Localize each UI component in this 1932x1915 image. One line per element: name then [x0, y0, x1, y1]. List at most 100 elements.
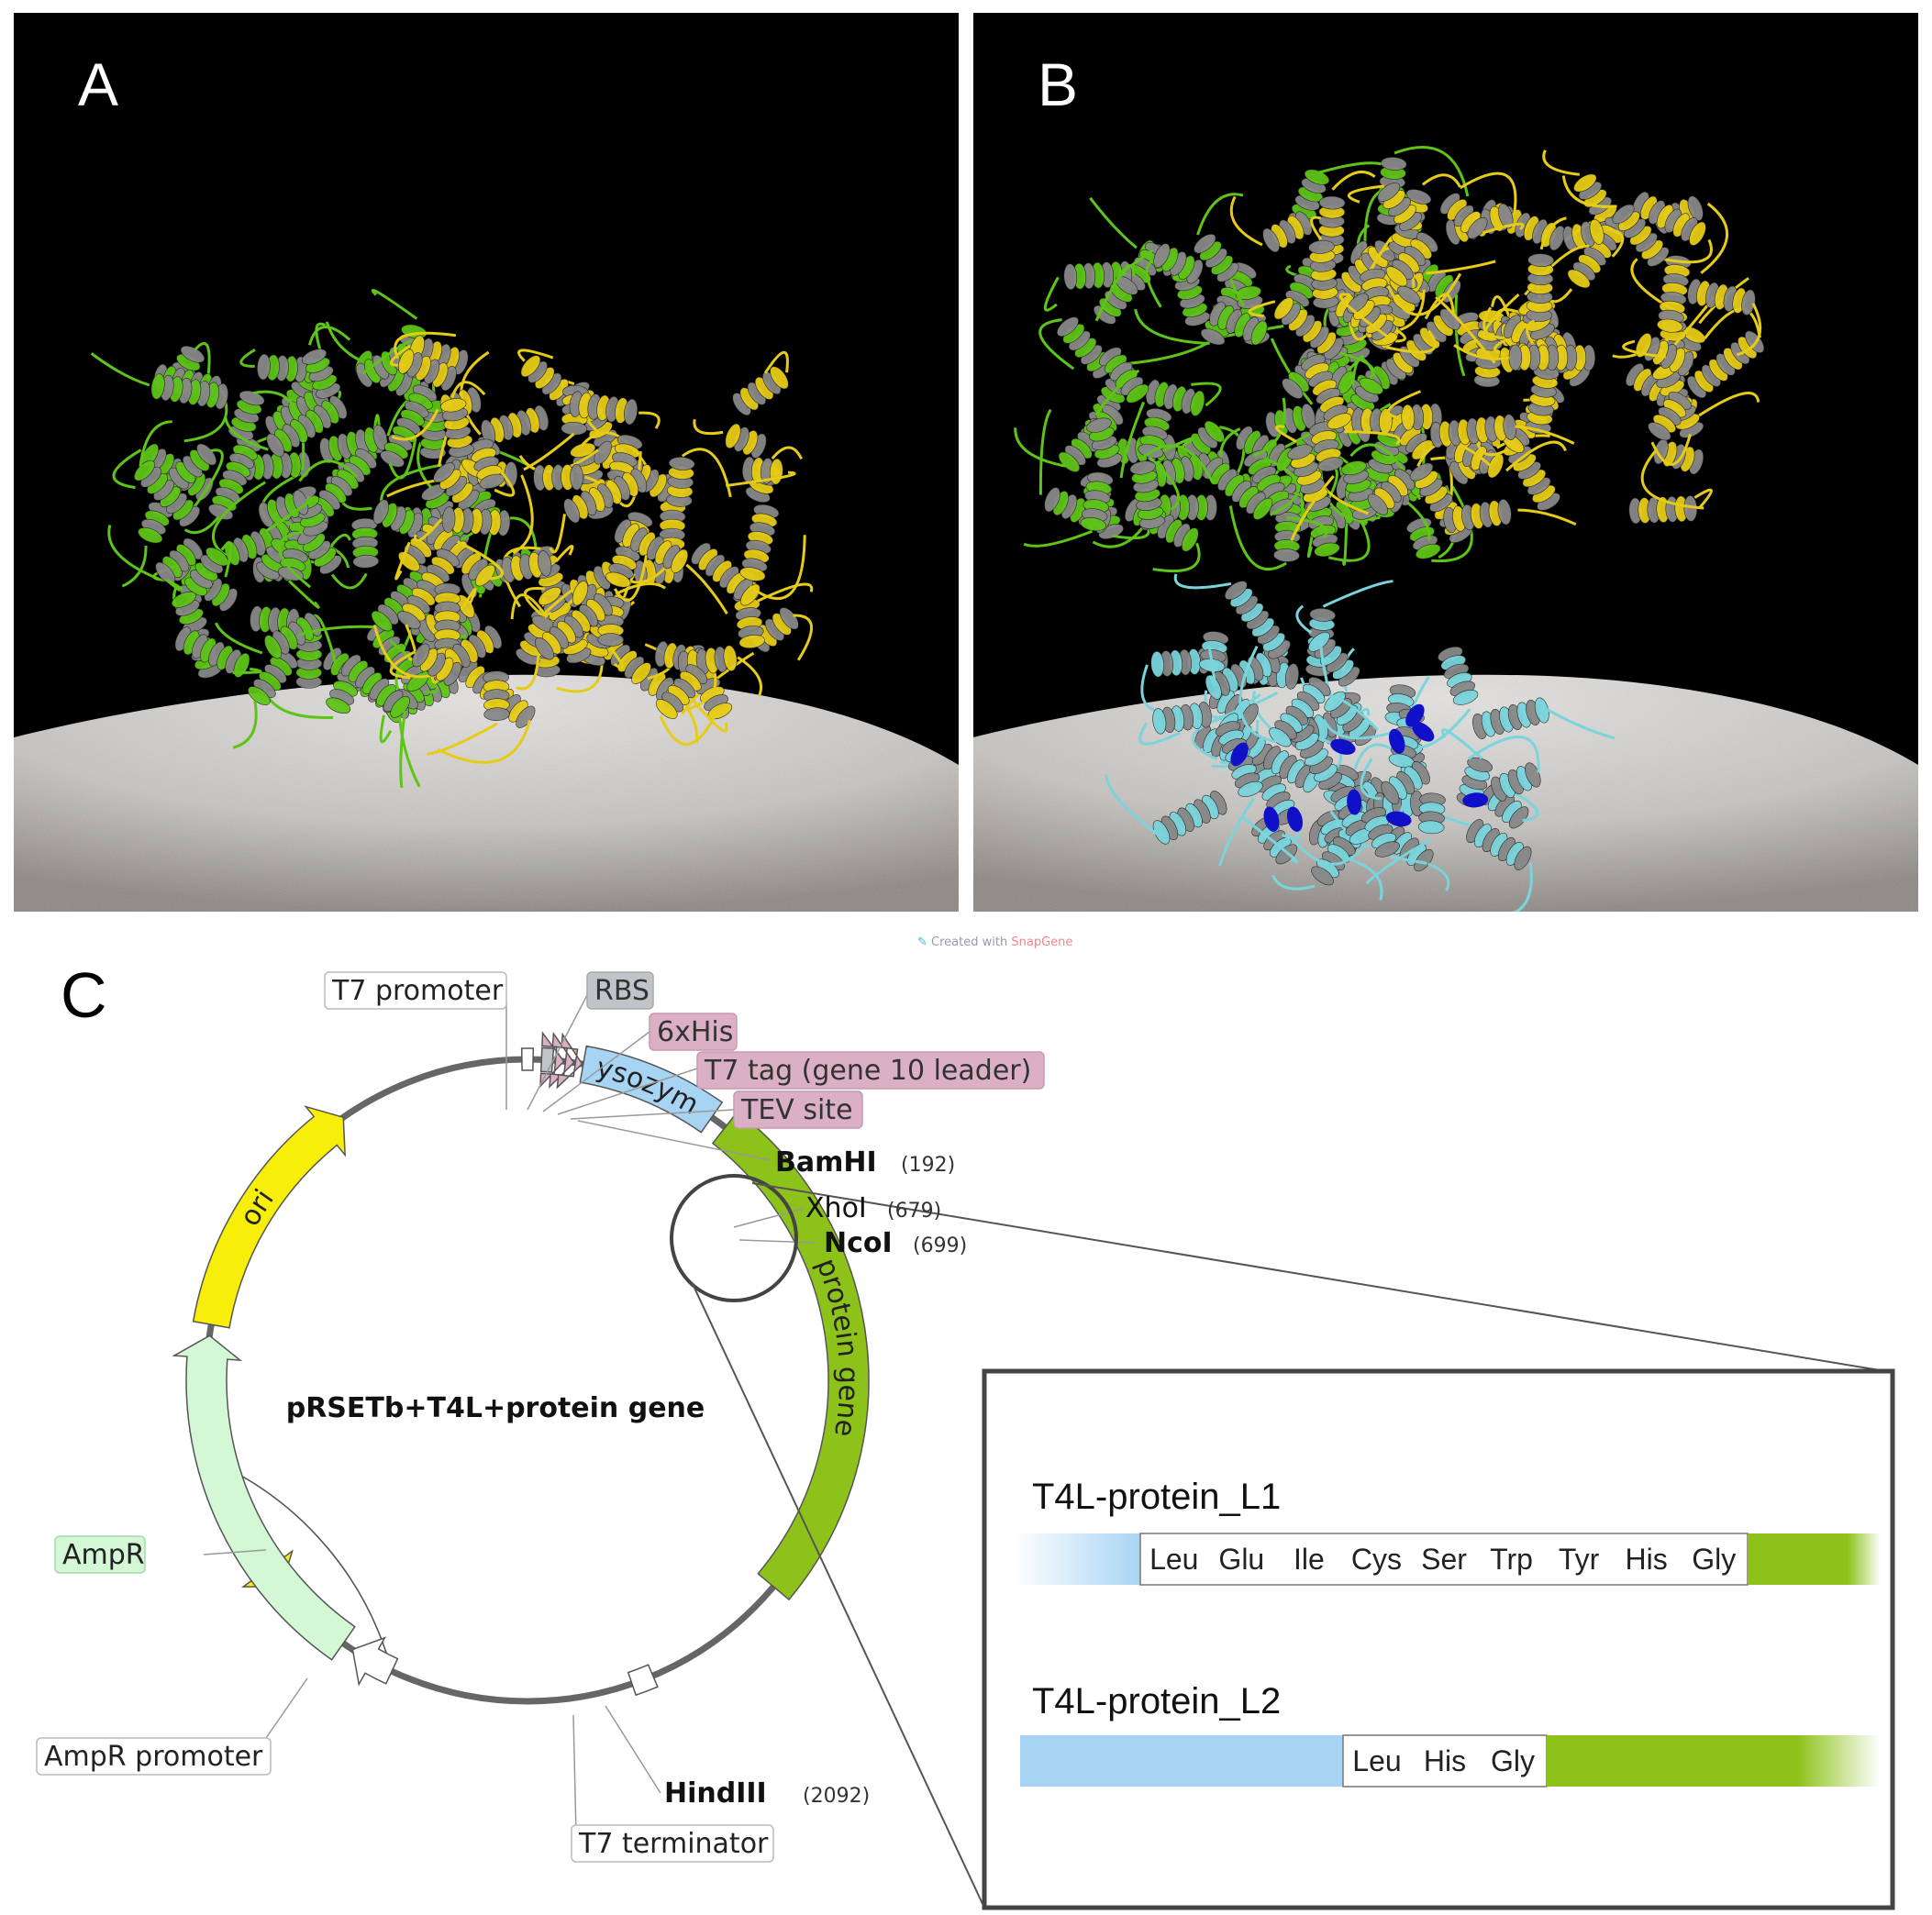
panel-a-structure-view: A	[14, 13, 959, 912]
helix-ribbon	[468, 438, 516, 497]
feature-ampr-promoter	[351, 1636, 399, 1687]
helix-ribbon	[394, 331, 457, 392]
feature-protein-gene-label: protein gene	[810, 1254, 865, 1438]
helix-ribbon	[1415, 646, 1479, 749]
linker-l1-name: T4L-protein_L1	[1032, 1477, 1281, 1517]
site-hindiii: HindIII	[664, 1777, 767, 1810]
helix-ribbon	[1443, 499, 1577, 534]
snapgene-icon: ✎	[917, 935, 927, 949]
helix-ribbon	[1472, 697, 1616, 740]
site-ncoi-pos: (699)	[913, 1234, 967, 1257]
linker-residue: Cys	[1351, 1543, 1402, 1576]
helix-ribbon	[1274, 425, 1332, 512]
helix-ribbon	[1229, 195, 1313, 253]
helix-ribbon	[1209, 301, 1314, 405]
helix-ribbon	[501, 545, 574, 583]
helix-ribbon	[1138, 408, 1180, 511]
helix-ribbon	[1308, 216, 1339, 309]
helix-ribbon	[693, 419, 767, 459]
leader-lines	[203, 994, 817, 1835]
helix-ribbon	[1338, 293, 1393, 341]
helix-ribbon	[183, 436, 261, 535]
label-tev-site: TEV site	[740, 1094, 853, 1126]
helix-ribbon	[1203, 457, 1300, 520]
helix-ribbon	[440, 381, 486, 458]
helix-ribbon	[666, 448, 732, 507]
label-ampr: AmpR	[62, 1539, 145, 1571]
label-rbs: RBS	[594, 975, 650, 1007]
linker-residue: Gly	[1692, 1543, 1736, 1576]
helix-ribbon	[1238, 646, 1331, 747]
helix-ribbon	[1145, 379, 1222, 416]
helix-ribbon	[1145, 257, 1211, 327]
helix-ribbon	[1347, 183, 1422, 231]
site-bamhi: BamHI	[775, 1146, 877, 1179]
helix-ribbon	[1429, 414, 1575, 448]
linker-residue: Leu	[1352, 1744, 1401, 1777]
linker-residue: His	[1626, 1543, 1668, 1576]
helix-ribbon	[1301, 354, 1401, 446]
helix-ribbon	[258, 490, 315, 533]
linker-residue: Leu	[1149, 1543, 1198, 1576]
panel-label-b: B	[1038, 50, 1079, 118]
protein-green-subunit	[1014, 145, 1473, 573]
helix-ribbon	[179, 541, 233, 604]
helix-ribbon	[739, 504, 806, 600]
helix-ribbon	[1129, 444, 1215, 529]
helix-ribbon	[166, 579, 207, 634]
linker-l2-name: T4L-protein_L2	[1032, 1681, 1281, 1721]
helix-ribbon	[1648, 391, 1692, 466]
helix-ribbon	[1406, 485, 1473, 563]
plasmid-name: pRSETb+T4L+protein gene	[286, 1392, 705, 1424]
helix-ribbon	[174, 626, 262, 678]
helix-ribbon	[277, 526, 342, 589]
helix-ribbon	[1086, 369, 1140, 469]
helix-ribbon	[1562, 218, 1625, 258]
linker-residue: His	[1424, 1744, 1466, 1777]
helix-ribbon	[90, 352, 228, 410]
helix-ribbon	[460, 350, 550, 446]
site-xhoi: XhoI	[805, 1192, 867, 1224]
t4-lysozyme-fusion	[1105, 573, 1616, 912]
helix-ribbon	[228, 390, 305, 470]
helix-ribbon	[1686, 307, 1765, 399]
helix-ribbon	[389, 643, 461, 686]
helix-ribbon	[1467, 736, 1541, 802]
helix-ribbon	[1365, 792, 1446, 884]
feature-t7-promoter	[520, 1047, 535, 1071]
panel-label-a: A	[78, 50, 119, 118]
snapgene-prefix: Created with	[931, 935, 1008, 949]
panel-b-structure-view: B	[973, 13, 1918, 912]
site-bamhi-pos: (192)	[901, 1154, 955, 1177]
helix-ribbon	[726, 456, 796, 488]
helix-ribbon	[1138, 702, 1212, 746]
helix-ribbon	[691, 542, 814, 606]
helix-ribbon	[1439, 193, 1525, 239]
linker-residue: Trp	[1490, 1543, 1533, 1576]
feature-t7-terminator	[627, 1664, 659, 1697]
linker-residue: Ser	[1421, 1543, 1467, 1576]
helix-ribbon	[107, 525, 204, 584]
feature-ampr	[172, 1334, 356, 1661]
helix-ribbon	[1117, 243, 1204, 284]
label-t7-tag: T7 tag (gene 10 leader)	[704, 1055, 1031, 1087]
helix-ribbon	[302, 326, 351, 399]
helix-ribbon	[1318, 638, 1377, 747]
helix-ribbon	[1561, 175, 1670, 267]
helix-ribbon	[1385, 232, 1462, 316]
label-6xhis: 6xHis	[657, 1016, 733, 1048]
linker-residue: Ile	[1294, 1543, 1325, 1576]
label-ampr-promoter: AmpR promoter	[44, 1741, 263, 1773]
feature-lysozyme-label: Lysozyme	[0, 917, 704, 1122]
plasmid-map: Lysozymeprotein geneorif1 ori pRSETb+T4L…	[0, 917, 1895, 1910]
linker-zoom-box	[982, 1368, 1895, 1910]
helix-ribbon	[414, 506, 511, 543]
helix-ribbon	[330, 517, 380, 590]
site-xhoi-pos: (679)	[887, 1200, 941, 1223]
helix-ribbon	[569, 391, 661, 429]
linker-residue: Tyr	[1559, 1543, 1600, 1576]
site-ncoi: NcoI	[824, 1227, 893, 1259]
helix-ribbon	[1194, 193, 1244, 282]
helix-ribbon	[516, 592, 613, 691]
